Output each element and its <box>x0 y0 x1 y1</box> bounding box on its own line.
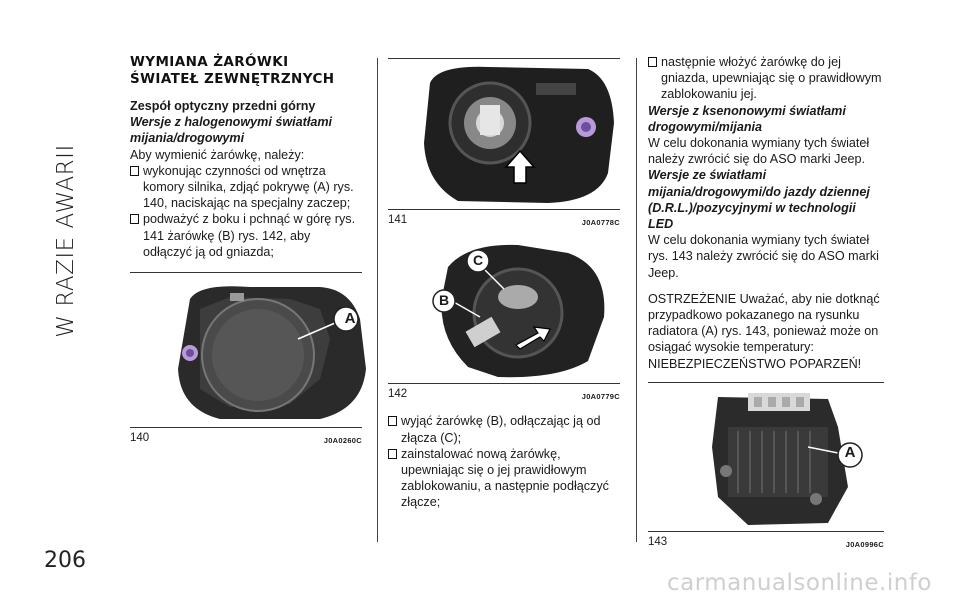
body-text: W celu dokonania wymiany tych świateł na… <box>648 136 870 167</box>
column-divider <box>636 58 637 542</box>
subheading-italic: Wersje z halogenowymi światłami mijania/… <box>130 115 333 146</box>
step-item: podważyć z boku i pchnąć w górę rys. 141… <box>130 211 362 260</box>
column-2: 141 J0A0778C B C 142 J0A0779C wyjąć żaró… <box>388 54 620 511</box>
figure-number: 141 <box>388 214 408 226</box>
page-number: 206 <box>44 548 86 573</box>
checkbox-icon <box>130 165 139 176</box>
checkbox-icon <box>130 214 139 225</box>
subheading: Zespół optyczny przedni górny <box>130 99 316 113</box>
warning-text: OSTRZEŻENIE Uważać, aby nie dotknąć przy… <box>648 291 880 371</box>
subheading-italic: Wersje ze światłami mijania/drogowymi/do… <box>648 168 870 232</box>
figure-141 <box>388 58 620 210</box>
checkbox-icon <box>388 448 397 459</box>
headlamp-interior-photo <box>418 63 618 205</box>
callout-label: B <box>438 292 450 309</box>
figure-number: 143 <box>648 535 668 548</box>
figure-caption: 143 J0A0996C <box>648 534 884 553</box>
watermark: carmanualsonline.info <box>666 570 932 596</box>
figure-code: J0A0996C <box>845 539 884 549</box>
subheading-italic: Wersje z ksenonowymi światłami drogowymi… <box>648 103 846 134</box>
section-heading: WYMIANA ŻARÓWKI ŚWIATEŁ ZEWNĘTRZNYCH <box>130 54 335 87</box>
figure-caption: 141 J0A0778C <box>388 212 620 231</box>
figure-142: B C <box>388 233 620 385</box>
step-item: wyjąć żarówkę (B), odłączając ją od złąc… <box>388 413 620 445</box>
step-item: zainstalować nową żarówkę, upewniając si… <box>388 446 620 511</box>
checkbox-icon <box>648 57 657 67</box>
body-text: W celu dokonania wymiany tych świateł ry… <box>648 233 879 280</box>
intro-text: Aby wymienić żarówkę, należy: <box>130 147 305 162</box>
step-item: następnie włożyć żarówkę do jej gniazda,… <box>648 54 884 103</box>
side-title: W RAZIE AWARII <box>53 144 79 338</box>
figure-code: J0A0260C <box>323 436 362 446</box>
step-item: wykonując czynności od wnętrza komory si… <box>130 163 362 212</box>
figure-code: J0A0778C <box>581 218 620 227</box>
figure-number: 142 <box>388 388 408 401</box>
figure-140: A <box>130 272 370 429</box>
checkbox-icon <box>388 416 397 427</box>
headlamp-cover-photo <box>170 279 370 426</box>
led-radiator-photo <box>688 386 868 529</box>
figure-caption: 142 J0A0779C <box>388 386 620 405</box>
callout-label: C <box>472 252 484 269</box>
column-3: następnie włożyć żarówkę do jej gniazda,… <box>648 54 884 553</box>
callout-label: A <box>844 443 856 461</box>
figure-caption: 140 J0A0260C <box>130 430 362 449</box>
bulb-removal-photo <box>408 237 618 382</box>
figure-number: 140 <box>130 432 150 445</box>
column-1: WYMIANA ŻARÓWKI ŚWIATEŁ ZEWNĘTRZNYCH Zes… <box>130 54 370 449</box>
column-divider <box>377 58 378 542</box>
figure-code: J0A0779C <box>581 392 620 402</box>
figure-143: A <box>648 381 884 532</box>
callout-label: A <box>344 310 356 328</box>
